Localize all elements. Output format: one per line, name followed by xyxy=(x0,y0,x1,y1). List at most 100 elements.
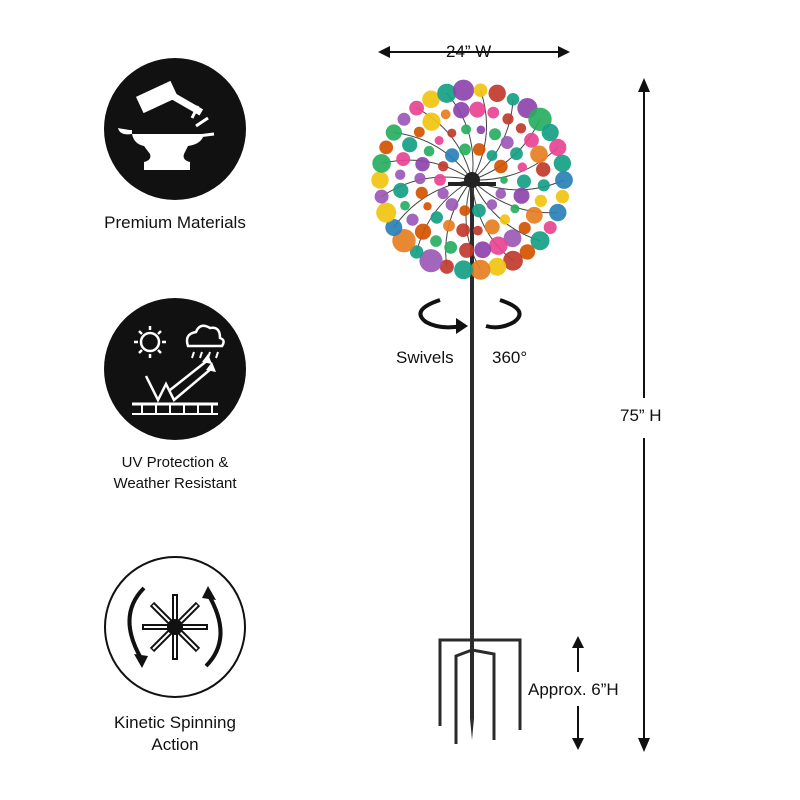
spinner-dot xyxy=(400,200,410,211)
spinning-arrows-icon xyxy=(127,586,223,668)
spinner-dot xyxy=(430,211,443,224)
spinner-dot xyxy=(423,145,435,157)
spinner-dot xyxy=(379,140,394,155)
spinner-dot xyxy=(476,125,486,135)
spinner-dot xyxy=(536,162,551,177)
swivel-right-arrow xyxy=(485,298,522,330)
uv-weather-badge xyxy=(104,298,246,440)
spinner-dot xyxy=(372,154,391,173)
spinner-dot xyxy=(484,219,500,235)
spinner-dot xyxy=(447,128,457,138)
spinner-dot xyxy=(549,203,567,222)
spinner-dot xyxy=(409,245,424,259)
spinner-dot xyxy=(474,241,492,259)
stake-dimension-label: Approx. 6”H xyxy=(528,680,619,699)
spinner-dot xyxy=(555,171,573,189)
spinner-dot xyxy=(422,90,440,109)
spinner-dot xyxy=(537,179,550,192)
spinner-dot xyxy=(510,147,523,161)
spinner-dot xyxy=(437,83,457,103)
spinner-dot xyxy=(495,188,507,199)
spinner-dot xyxy=(530,231,550,251)
spinner-dot xyxy=(530,145,548,164)
spinner-dot xyxy=(439,259,454,274)
spinner-dot xyxy=(440,109,451,120)
spinner-dot xyxy=(414,223,432,240)
spinner-dot xyxy=(453,102,470,119)
spinner-dot xyxy=(415,186,428,199)
spinner-dot xyxy=(499,214,511,225)
spinner-dot xyxy=(469,101,486,118)
width-dimension-label: 24” W xyxy=(446,42,492,61)
premium-materials-badge xyxy=(104,58,246,200)
spinner-dot xyxy=(500,176,508,184)
spinner-dot xyxy=(392,229,416,253)
spinner-dot xyxy=(385,219,403,236)
spinner-dot xyxy=(506,93,520,106)
swivel-left-arrow xyxy=(418,298,463,330)
spinner-dot xyxy=(445,148,460,163)
spinner-dot xyxy=(452,79,475,101)
spinner-dot xyxy=(472,143,486,156)
spinner-dot xyxy=(488,84,506,103)
spinner-dot xyxy=(489,128,501,141)
spinner-dot xyxy=(397,112,411,126)
spinner-dot xyxy=(534,194,547,207)
spinner-dot xyxy=(434,174,446,186)
height-dimension-label: 75” H xyxy=(620,406,662,425)
swivel-degrees-label: 360° xyxy=(492,348,528,367)
spinner-dot xyxy=(513,187,530,204)
kinetic-spinning-label-line1: Kinetic Spinning xyxy=(114,713,236,732)
spinner-dot xyxy=(438,161,449,172)
spinner-dot xyxy=(489,236,508,255)
spinner-dot xyxy=(494,159,508,174)
spinner-dot xyxy=(419,249,443,273)
spinner-dot xyxy=(555,189,570,204)
spinner-dot xyxy=(423,202,432,211)
spinner-dot xyxy=(524,132,539,148)
spinner-dot xyxy=(454,260,473,280)
spinner-dot xyxy=(541,123,559,142)
spinner-dot xyxy=(517,162,527,172)
swivel-label: Swivels xyxy=(396,348,454,367)
spinner-dot xyxy=(461,124,472,135)
spinner-dot xyxy=(443,219,455,232)
anvil-hammer-icon xyxy=(118,80,215,170)
spinner-dot xyxy=(510,204,520,214)
spinner-dot xyxy=(500,136,514,149)
spinner-dot xyxy=(422,112,441,131)
spinner-dot xyxy=(413,126,425,138)
spinner-dot xyxy=(385,124,402,141)
spinner-dot xyxy=(396,152,411,167)
spinner-dot xyxy=(434,136,444,145)
spinner-dot xyxy=(487,106,500,119)
spinner-dot xyxy=(519,244,536,260)
spinner-dot xyxy=(518,221,531,235)
spinner-dot xyxy=(517,174,531,189)
spinner-dot xyxy=(502,113,514,125)
spinner-dot xyxy=(437,187,449,200)
spinner-dot xyxy=(402,137,418,153)
spinner-dot xyxy=(409,100,424,116)
uv-weather-icon xyxy=(132,324,225,415)
spinner-dot xyxy=(414,172,426,185)
spinner-dot xyxy=(503,229,522,248)
spinner-dot xyxy=(445,198,459,211)
spinner-dot xyxy=(459,143,471,156)
spinner-dot xyxy=(444,241,458,254)
spinner-dot xyxy=(486,150,498,161)
spinner-dot xyxy=(488,257,507,276)
spinner-dot xyxy=(406,213,419,226)
spinner-dot xyxy=(543,221,557,234)
spinner-dot xyxy=(393,182,409,199)
uv-weather-label-line2: Weather Resistant xyxy=(113,475,237,492)
spinner-dot xyxy=(371,171,389,189)
spinner-dot xyxy=(459,205,471,217)
kinetic-spinning-label-line2: Action xyxy=(151,735,199,754)
spinner-dot xyxy=(459,242,475,258)
spinner-dot xyxy=(470,259,491,280)
spinner-dot xyxy=(486,199,498,210)
spinner-dot xyxy=(525,206,543,224)
spinner-dot xyxy=(430,235,442,247)
